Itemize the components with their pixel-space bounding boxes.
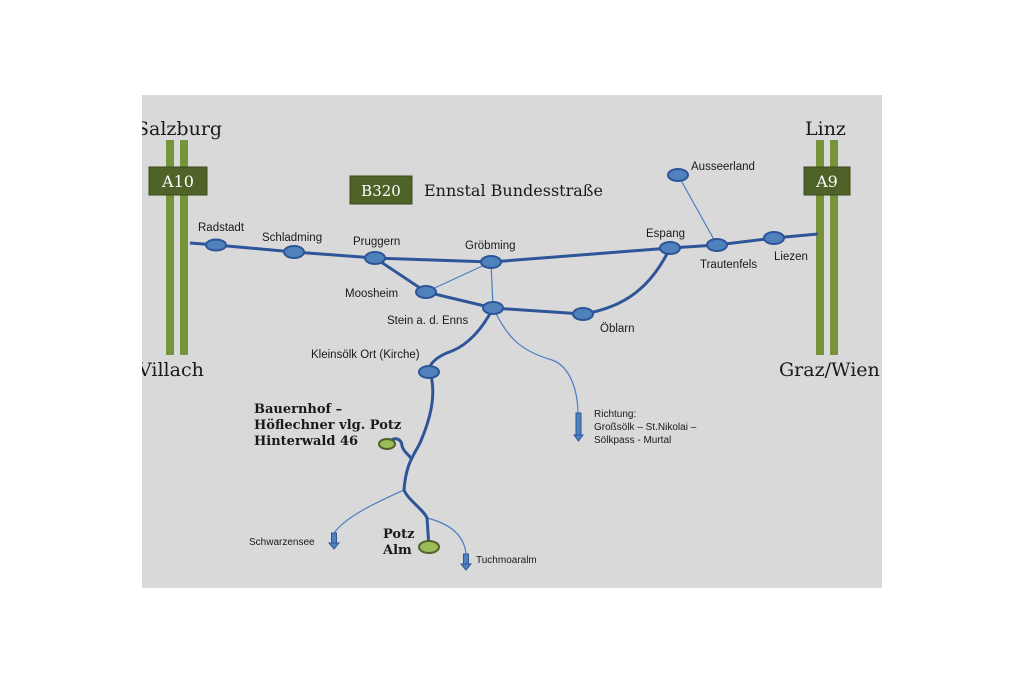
node-moosheim [415, 285, 437, 299]
shield-a9-label: A9 [815, 172, 838, 191]
road-pruggern-stein [374, 256, 494, 310]
b320-badge: B320 [349, 175, 413, 205]
city-salzburg: Salzburg [142, 118, 222, 140]
shield-a10: A10 [148, 166, 208, 196]
label-bauernhof: Bauernhof – Höflechner vlg. Potz Hinterw… [254, 402, 401, 449]
road-stein-oeblarn [492, 247, 672, 316]
node-trautenfels [706, 238, 728, 252]
label-pruggern: Pruggern [353, 236, 400, 248]
city-graz-wien: Graz/Wien [779, 359, 880, 381]
label-oeblarn: Öblarn [600, 323, 635, 335]
label-kleinsoelk: Kleinsölk Ort (Kirche) [311, 349, 420, 361]
svg-text:Richtung:: Richtung: [594, 409, 636, 420]
node-schladming [283, 245, 305, 259]
road-name: Ennstal Bundesstraße [424, 181, 603, 200]
road-schwarzensee [333, 489, 405, 534]
shield-a10-label: A10 [161, 172, 194, 191]
road-groebming-stein [490, 261, 494, 309]
node-pruggern [364, 251, 386, 265]
node-stein [482, 301, 504, 315]
label-richtung: Richtung: Großsölk – St.Nikolai – Sölkpa… [594, 409, 697, 446]
svg-text:Bauernhof –: Bauernhof – [254, 402, 342, 417]
road-tuchmoaralm [426, 517, 467, 555]
svg-text:Alm: Alm [382, 543, 412, 558]
road-bauernhof [385, 437, 414, 461]
label-stein: Stein a. d. Enns [387, 315, 468, 327]
node-kleinsoelk [418, 365, 440, 379]
label-potz-alm: Potz Alm [382, 527, 414, 558]
label-tuchmoaralm: Tuchmoaralm [476, 555, 537, 566]
highway-east [816, 140, 838, 355]
label-liezen: Liezen [774, 251, 808, 263]
node-bauernhof [378, 438, 396, 450]
svg-text:Großsölk – St.Nikolai –: Großsölk – St.Nikolai – [594, 422, 697, 433]
road-ausseerland [677, 174, 718, 246]
label-schwarzensee: Schwarzensee [249, 537, 315, 548]
svg-text:Höflechner vlg. Potz: Höflechner vlg. Potz [254, 418, 401, 433]
svg-text:Sölkpass - Murtal: Sölkpass - Murtal [594, 435, 671, 446]
label-radstadt: Radstadt [198, 222, 245, 234]
map-panel: A10 A9 B320 Ennstal Bundesstraße Salzbur… [142, 95, 882, 588]
city-villach: Villach [142, 359, 204, 381]
arrow-richtung [573, 412, 584, 442]
node-radstadt [205, 238, 227, 252]
node-potz-alm [418, 540, 440, 554]
road-soelktal [402, 307, 495, 548]
node-espang [659, 241, 681, 255]
city-linz: Linz [805, 118, 846, 140]
route-map: A10 A9 B320 Ennstal Bundesstraße Salzbur… [142, 118, 880, 571]
node-oeblarn [572, 307, 594, 321]
road-richtung [492, 307, 579, 414]
label-espang: Espang [646, 228, 685, 240]
label-groebming: Gröbming [465, 240, 516, 252]
label-trautenfels: Trautenfels [700, 259, 757, 271]
road-moosheim-groebming [425, 261, 492, 293]
b320-badge-label: B320 [361, 182, 401, 200]
shield-a9: A9 [803, 166, 851, 196]
svg-text:Potz: Potz [383, 527, 414, 542]
label-moosheim: Moosheim [345, 288, 398, 300]
node-groebming [480, 255, 502, 269]
node-liezen [763, 231, 785, 245]
node-ausseerland [667, 168, 689, 182]
highway-west [166, 140, 188, 355]
svg-text:Hinterwald 46: Hinterwald 46 [254, 434, 358, 449]
label-ausseerland: Ausseerland [691, 161, 755, 173]
arrow-schwarzensee [327, 532, 341, 550]
label-schladming: Schladming [262, 232, 322, 244]
arrow-tuchmoaralm [459, 553, 473, 571]
